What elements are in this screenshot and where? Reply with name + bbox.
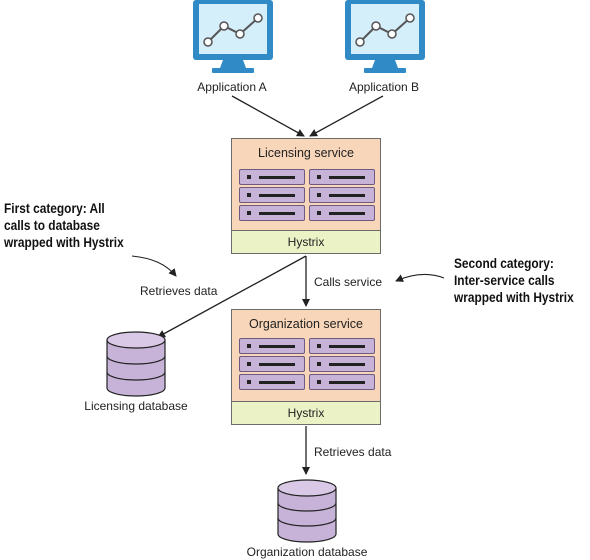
second-category-pointer (395, 273, 445, 282)
annotation-first-category: First category: All calls to database wr… (4, 200, 124, 251)
annotation-line: calls to database (4, 217, 100, 233)
server-rack-icon (239, 374, 305, 390)
edge-licensing-to-licensing-db (157, 255, 307, 338)
server-rack-icon (309, 169, 375, 185)
licensing-service-node: Licensing service Hystrix (231, 138, 381, 254)
monitor-chart-icon (345, 0, 425, 73)
edge-label-calls-service: Calls service (314, 275, 383, 289)
hystrix-layer: Hystrix (231, 230, 381, 254)
server-rack-icon (239, 356, 305, 372)
service-title: Licensing service (258, 146, 354, 160)
service-title: Organization service (249, 317, 363, 331)
organization-service-node: Organization service Hystrix (231, 309, 381, 425)
annotation-line: wrapped with Hystrix (454, 289, 574, 305)
edge-label-retrieves-data: Retrieves data (140, 284, 218, 298)
edge-label-retrieves-data: Retrieves data (314, 445, 392, 459)
server-rack-icon (309, 374, 375, 390)
server-rack-icon (239, 205, 305, 221)
server-rack-icon (309, 338, 375, 354)
database-label-organization: Organization database (246, 545, 368, 559)
annotation-second-category: Second category: Inter-service calls wra… (454, 255, 574, 306)
server-rack-icon (309, 205, 375, 221)
annotation-line: Inter-service calls (454, 272, 555, 288)
server-rack-icon (309, 187, 375, 203)
annotation-line: First category: All (4, 200, 105, 216)
database-cylinder-icon (106, 331, 166, 397)
database-label-licensing: Licensing database (84, 399, 188, 413)
first-category-pointer (131, 255, 177, 277)
server-rack-icon (239, 338, 305, 354)
server-rack-icon (239, 187, 305, 203)
annotation-line: Second category: (454, 255, 554, 271)
monitor-chart-icon (193, 0, 273, 73)
client-label-application-a: Application A (197, 80, 267, 94)
database-cylinder-icon (277, 479, 337, 543)
server-rack-icon (309, 356, 375, 372)
annotation-line: wrapped with Hystrix (4, 234, 124, 250)
edge-app-a-to-licensing (231, 95, 305, 137)
client-label-application-b: Application B (348, 80, 420, 94)
edge-app-b-to-licensing (309, 95, 384, 137)
server-rack-icon (239, 169, 305, 185)
hystrix-layer: Hystrix (231, 401, 381, 425)
